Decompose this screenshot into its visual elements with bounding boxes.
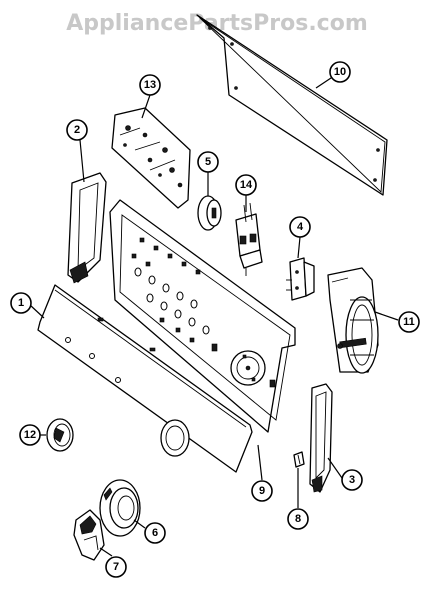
part-switch [235, 202, 263, 276]
part-console-front [37, 284, 253, 473]
callout-6-label: 6 [152, 527, 158, 539]
callout-9: 9 [251, 480, 273, 502]
part-timer [327, 267, 379, 374]
callout-5-label: 5 [205, 156, 211, 168]
callout-10-label: 10 [334, 66, 346, 78]
callout-13: 13 [139, 74, 161, 96]
callout-2: 2 [66, 119, 88, 141]
callout-14: 14 [235, 174, 257, 196]
callout-6: 6 [144, 522, 166, 544]
callout-12: 12 [19, 424, 41, 446]
leader-lines [29, 71, 399, 557]
callout-8: 8 [287, 508, 309, 530]
part-right-end-cap [309, 383, 333, 493]
callout-8-label: 8 [295, 513, 301, 525]
callout-1: 1 [10, 292, 32, 314]
part-dial-ring [99, 479, 141, 537]
callout-4: 4 [289, 216, 311, 238]
callout-14-label: 14 [240, 179, 253, 191]
callout-3-label: 3 [349, 474, 355, 486]
part-small-knob [46, 418, 74, 452]
callout-13-label: 13 [144, 79, 156, 91]
callout-7: 7 [105, 556, 127, 578]
callout-1-label: 1 [18, 297, 24, 309]
part-knob [73, 509, 105, 561]
part-encoder-knob [197, 195, 222, 231]
callout-12-label: 12 [24, 429, 36, 441]
callout-3: 3 [341, 469, 363, 491]
part-clip [293, 451, 305, 468]
part-rear-panel [196, 14, 388, 196]
callout-11: 11 [398, 311, 420, 333]
callout-4-label: 4 [297, 221, 304, 233]
part-relay [286, 257, 315, 301]
callout-7-label: 7 [113, 561, 119, 573]
part-control-board [111, 107, 191, 209]
callout-10: 10 [329, 61, 351, 83]
callout-2-label: 2 [74, 124, 80, 136]
callout-9-label: 9 [259, 485, 265, 497]
part-left-end-cap [67, 172, 107, 284]
callout-5: 5 [197, 151, 219, 173]
part-control-panel [109, 199, 296, 433]
callout-11-label: 11 [403, 316, 415, 328]
